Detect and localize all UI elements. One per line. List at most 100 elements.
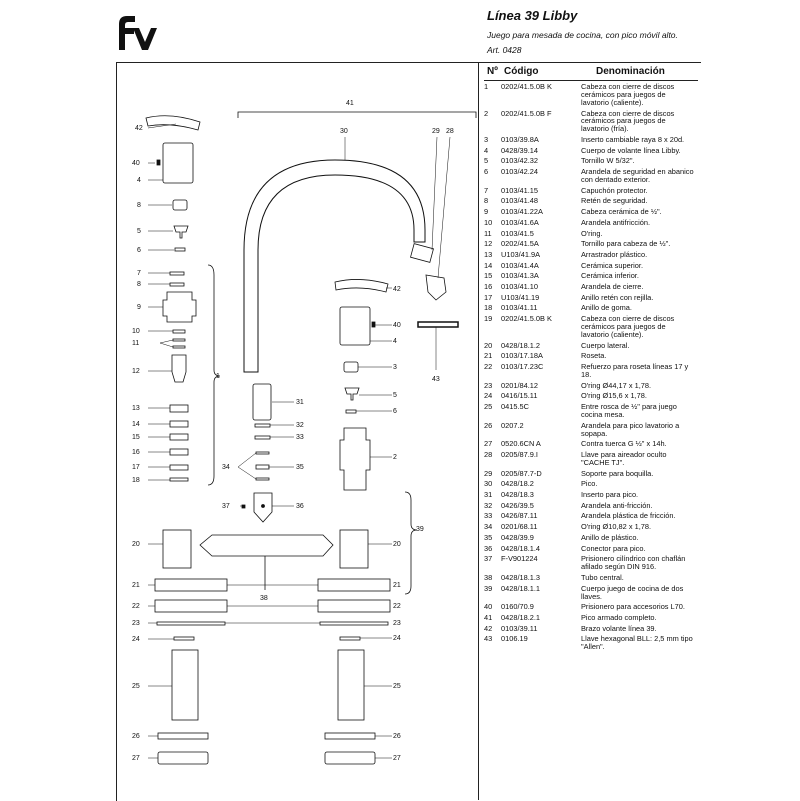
- screw-5-left: [173, 225, 189, 239]
- ceramic-head-2: [339, 427, 371, 491]
- leader-lines: [147, 123, 451, 759]
- aerator-key: [425, 274, 447, 301]
- rubber-ring-18: [169, 477, 189, 482]
- part-description: Pico.: [581, 479, 598, 489]
- thread-25-left: [171, 649, 199, 721]
- callout-11: 11: [132, 340, 139, 347]
- part-code: 0103/41.48: [501, 196, 538, 206]
- part-number: 41: [484, 612, 493, 622]
- part-number: 37: [484, 554, 493, 564]
- page-subtitle: Juego para mesada de cocina, con pico mó…: [487, 30, 678, 40]
- part-code: 0428/18.1.2: [501, 340, 541, 350]
- spout-aerator-holder: [410, 243, 434, 263]
- part-description: Tornillo W 5/32".: [581, 156, 635, 166]
- callout-35: 35: [296, 464, 304, 471]
- exploded-diagram: 42 40 4 8 5 6 7 8 9 10 11 12 13 14 15 16…: [132, 100, 477, 765]
- part-description: Arandela anti-fricción.: [581, 500, 653, 510]
- washer-6-left: [174, 247, 186, 252]
- part-number: 35: [484, 532, 493, 542]
- part-description: Llave hexagonal BLL: 2,5 mm tipo "Allen"…: [581, 634, 693, 652]
- part-number: 23: [484, 380, 493, 390]
- screw-12-left: [171, 354, 187, 383]
- part-number: 4: [484, 145, 489, 155]
- part-number: 10: [484, 217, 493, 227]
- part-number: 1: [484, 82, 489, 91]
- part-code: 0103/17.23C: [501, 362, 544, 372]
- part-description: Inserto cambiable raya 8 x 20d.: [581, 135, 685, 145]
- part-number: 12: [484, 239, 493, 249]
- side-body-20-right: [339, 529, 369, 569]
- callout-23-right: 23: [393, 620, 401, 627]
- part-number: 39: [484, 583, 493, 593]
- callout-21-right: 21: [393, 582, 401, 589]
- part-description: Cerámica inferior.: [581, 271, 639, 281]
- part-number: 16: [484, 282, 493, 292]
- ceramic-top-14: [169, 420, 189, 428]
- callout-39: 39: [416, 526, 424, 533]
- part-code: F-V901224: [501, 554, 538, 564]
- washer-6-right: [345, 409, 357, 414]
- callout-26-right: 26: [393, 733, 401, 740]
- part-number: 36: [484, 543, 493, 553]
- callout-12: 12: [132, 368, 140, 375]
- rosette-21-left: [154, 578, 228, 592]
- part-code: 0103/39.11: [501, 623, 538, 633]
- part-code: 0426/39.5: [501, 500, 534, 510]
- part-code: 0103/39.8A: [501, 135, 539, 145]
- brace-1: [207, 264, 221, 486]
- set-screw-37: [241, 504, 246, 509]
- callout-31: 31: [296, 399, 304, 406]
- callout-labels: 42 40 4 8 5 6 7 8 9 10 11 12 13 14 15 16…: [132, 100, 454, 762]
- logo-v-shape: [133, 28, 157, 50]
- callout-38: 38: [260, 595, 268, 602]
- washer-10-left: [172, 329, 186, 334]
- cap-7-left: [169, 271, 185, 276]
- callout-41: 41: [346, 100, 354, 107]
- spout-insert: [252, 383, 272, 421]
- callout-15: 15: [132, 434, 140, 441]
- part-description: Cabeza con cierre de discos cerámicos pa…: [581, 314, 675, 339]
- callout-26-left: 26: [132, 733, 140, 740]
- callout-8b: 8: [137, 281, 141, 288]
- column-header-code: Código: [504, 66, 539, 77]
- part-code: 0160/70.9: [501, 602, 534, 612]
- callout-34: 34: [222, 464, 230, 471]
- oring-23-left: [156, 621, 226, 626]
- parts-table-header: Nº Código Denominación: [484, 66, 698, 81]
- callout-22-right: 22: [393, 603, 401, 610]
- part-description: Contra tuerca G ½" x 14h.: [581, 439, 667, 449]
- callout-9: 9: [137, 304, 141, 311]
- spout-washer-32: [254, 423, 271, 428]
- callout-3: 3: [393, 364, 397, 371]
- part-description: O'ring Ø10,82 x 1,78.: [581, 522, 652, 532]
- insert-3-left: [172, 199, 188, 211]
- handle-body-4-right: [339, 306, 371, 346]
- callout-29: 29: [432, 128, 440, 135]
- part-description: Soporte para boquilla.: [581, 468, 654, 478]
- callout-25-left: 25: [132, 683, 140, 690]
- callout-1: 1: [216, 373, 220, 380]
- part-code: 0201/84.12: [501, 380, 538, 390]
- hex-key-43: [417, 321, 459, 328]
- part-code: U103/41.9A: [501, 249, 541, 259]
- set-screw-40-left: [156, 159, 161, 166]
- part-code: 0202/41.5.0B F: [501, 108, 552, 118]
- rosette-reinforce-22-left: [154, 599, 228, 613]
- part-number: 43: [484, 634, 493, 644]
